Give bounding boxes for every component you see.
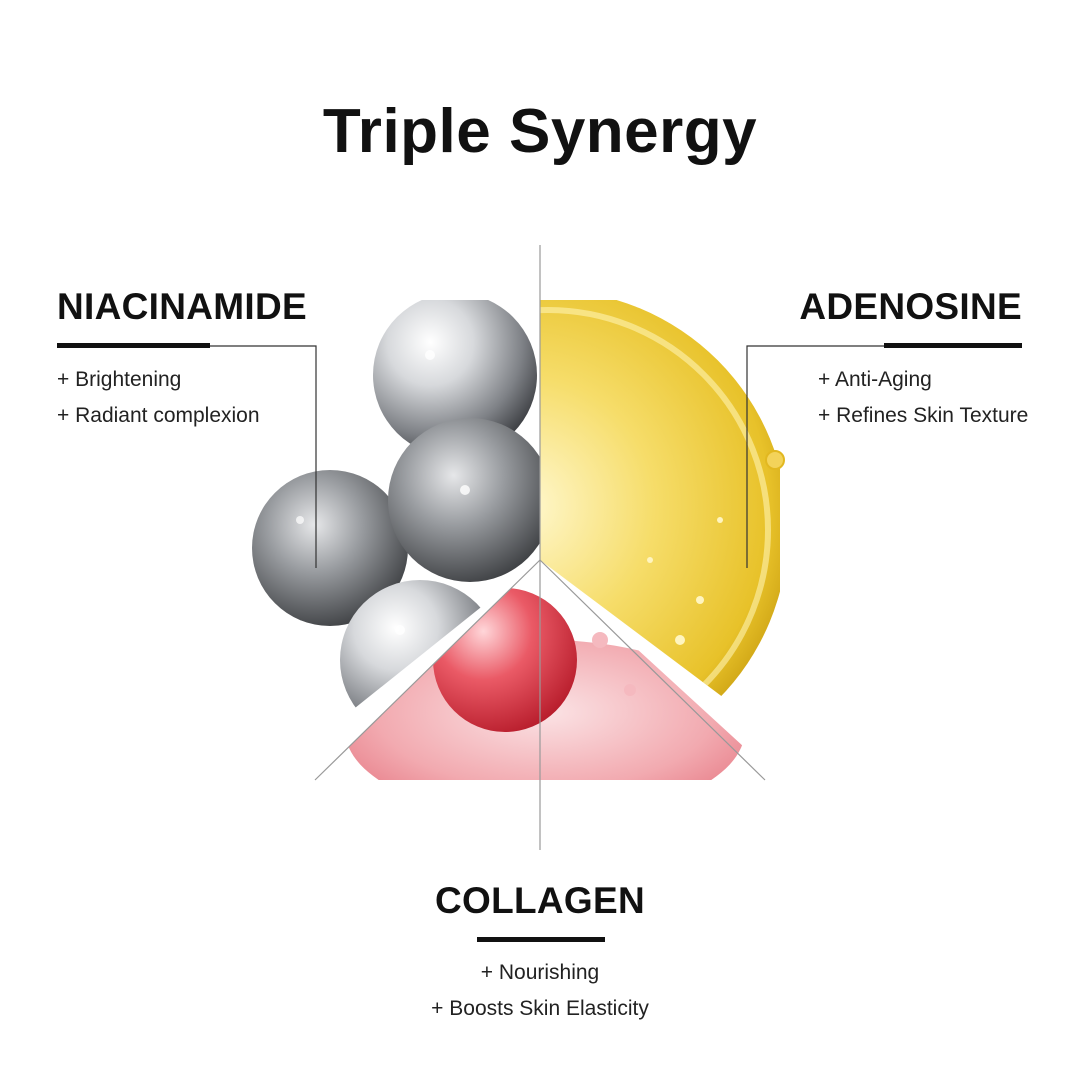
niacinamide-benefits: + Brightening + Radiant complexion [57,362,260,434]
niacinamide-benefit-item: + Brightening [57,368,182,391]
gold-droplet [765,450,785,470]
niacinamide-benefit-item: + Radiant complexion [57,404,260,427]
niacinamide-underline [57,343,210,348]
niacinamide-heading: NIACINAMIDE [57,286,307,327]
gold-oil-drop-illustration [540,300,780,740]
page-title: Triple Synergy [322,97,758,166]
adenosine-underline [884,343,1022,348]
collagen-underline [477,937,605,942]
red-collagen-drop-illustration [345,588,745,780]
collagen-benefits: + Nourishing + Boosts Skin Elasticity [0,955,1080,1027]
collagen-heading: COLLAGEN [434,880,645,921]
collagen-benefit-item: + Nourishing [480,961,600,984]
adenosine-benefits: + Anti-Aging + Refines Skin Texture [818,362,1028,434]
adenosine-heading: ADENOSINE [799,286,1022,327]
adenosine-benefit-item: + Anti-Aging [818,368,932,391]
collagen-benefit-item: + Boosts Skin Elasticity [431,997,649,1020]
adenosine-benefit-item: + Refines Skin Texture [818,404,1029,427]
